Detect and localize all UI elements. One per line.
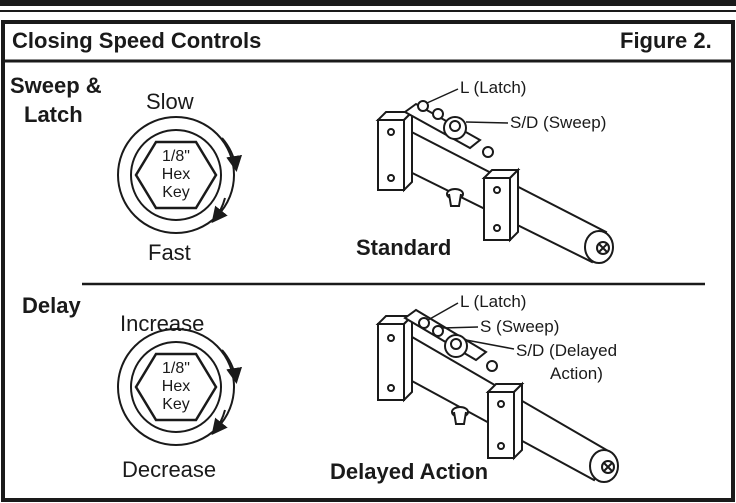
end-cap-icon xyxy=(596,241,610,255)
callout-delayed-action: S/D (Delayed xyxy=(516,341,618,360)
caption-standard: Standard xyxy=(356,235,452,260)
dial-label-decrease: Decrease xyxy=(122,457,217,482)
dial-label-increase: Increase xyxy=(120,311,205,336)
figure-title: Closing Speed Controls xyxy=(12,28,262,53)
figure-number: Figure 2. xyxy=(620,28,712,53)
callout-lines-bottom xyxy=(427,302,515,350)
end-cap-icon xyxy=(601,460,615,474)
rotation-arrow-icon xyxy=(211,197,228,224)
callout-latch-top: L (Latch) xyxy=(460,78,527,97)
section-heading-delay: Delay xyxy=(22,293,81,318)
callout-delayed-action-line2: Action) xyxy=(550,364,603,383)
dial-label-fast: Fast xyxy=(148,240,191,265)
section-heading-sweep-latch-line2: Latch xyxy=(24,102,83,127)
hex-key-label-bottom: 1/8" Hex Key xyxy=(161,360,191,413)
hex-key-label-top: 1/8" Hex Key xyxy=(161,148,191,201)
door-closer-delayed xyxy=(375,308,619,483)
section-heading-sweep-latch: Sweep & xyxy=(10,73,102,98)
callout-lines-top xyxy=(426,88,509,124)
rotation-arrow-icon xyxy=(211,409,228,436)
figure-border xyxy=(1,20,735,502)
callout-latch-bottom: L (Latch) xyxy=(460,292,527,311)
caption-delayed-action: Delayed Action xyxy=(330,459,489,484)
hex-key-dial-bottom xyxy=(117,328,243,446)
rotation-arrow-icon xyxy=(221,349,243,384)
top-rule xyxy=(0,0,736,12)
rotation-arrow-icon xyxy=(221,137,243,172)
dial-label-slow: Slow xyxy=(146,89,194,114)
callout-sweep-top: S/D (Sweep) xyxy=(510,113,607,132)
hex-key-dial-top xyxy=(117,116,243,234)
callout-sweep-bottom: S (Sweep) xyxy=(480,317,560,336)
door-closer-standard xyxy=(375,100,614,264)
